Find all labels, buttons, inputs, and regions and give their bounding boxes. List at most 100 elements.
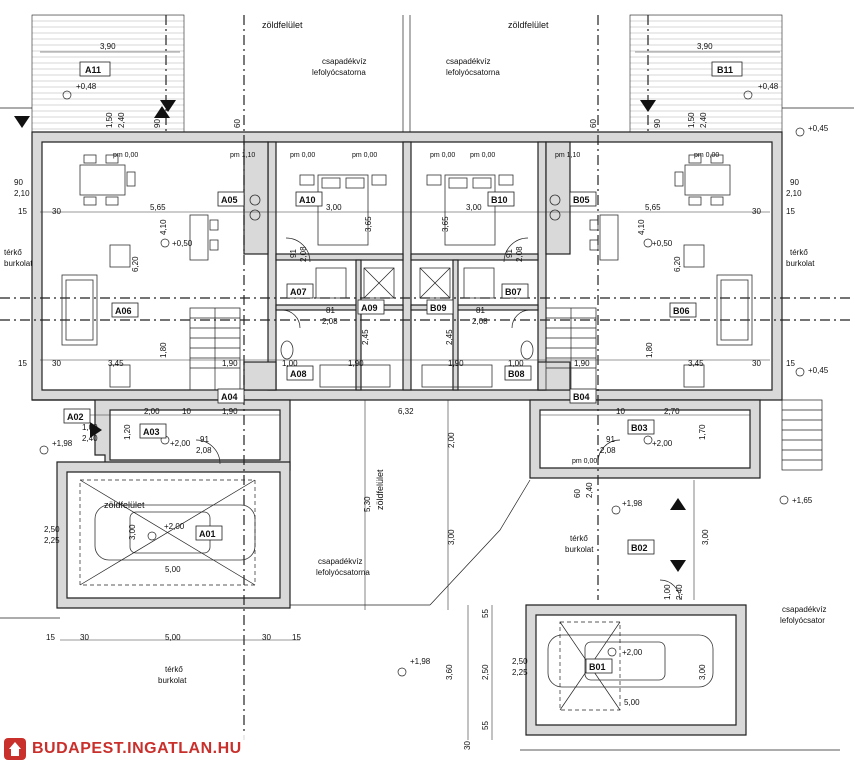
room-label-b04: B04 xyxy=(573,392,590,402)
dim-side-a-210: 2,10 xyxy=(14,189,30,198)
note-drain-d-2: lefolyócsator xyxy=(780,616,825,625)
room-label-a03: A03 xyxy=(143,427,160,437)
note-pm-b4: pm 0,00 xyxy=(694,152,719,159)
dim-side-b-210: 2,10 xyxy=(786,189,802,198)
dim-win-b-150: 1,50 xyxy=(687,112,696,128)
room-label-a11: A11 xyxy=(85,65,101,75)
room-label-a02: A02 xyxy=(67,412,84,422)
dim-b03-208: 2,08 xyxy=(600,446,616,455)
dim-b03-91: 91 xyxy=(606,435,615,444)
dim-b02-240b: 2,40 xyxy=(585,482,594,498)
dim-center-632: 6,32 xyxy=(398,407,414,416)
stairs-b xyxy=(545,307,597,391)
dim-side-a-90: 90 xyxy=(14,178,23,187)
note-burkolat-mid: burkolat xyxy=(565,545,594,554)
note-green-a01: zöldfelület xyxy=(104,500,145,510)
dim-b01-500: 5,00 xyxy=(624,698,640,707)
note-drain-d-1: csapadékvíz xyxy=(782,605,826,614)
note-pm-b2: pm 0,00 xyxy=(470,152,495,159)
level-b06: +0,50 xyxy=(652,239,673,248)
dim-b10-365: 3,65 xyxy=(441,216,450,232)
dim-a-620: 6,20 xyxy=(131,256,140,272)
note-pm-a1: pm 0,00 xyxy=(113,152,138,159)
dim-win-b2-60: 60 xyxy=(589,119,598,128)
dim-a01-250: 2,50 xyxy=(44,525,60,534)
dim-side-b-90: 90 xyxy=(790,178,799,187)
dim-a10-width: 3,00 xyxy=(326,203,342,212)
dim-a-81: 81 xyxy=(326,306,335,315)
dim-bottom-30-1: 30 xyxy=(80,633,89,642)
sofa-b xyxy=(683,244,753,388)
dim-win-a-90: 90 xyxy=(153,119,162,128)
dim-b-180: 1,80 xyxy=(645,342,654,358)
note-pm-a4: pm 0,00 xyxy=(352,152,377,159)
dim-a-190-2: 1,90 xyxy=(348,359,364,368)
room-label-b05: B05 xyxy=(573,195,590,205)
level-a03: +2,00 xyxy=(170,439,191,448)
door-swing-a07 xyxy=(285,237,311,263)
note-green-top-b: zöldfelület xyxy=(508,20,549,30)
note-drain-a-2: lefolyócsatorna xyxy=(312,68,366,77)
dim-b-100: 1,00 xyxy=(508,359,524,368)
dim-center-300: 3,00 xyxy=(447,529,456,545)
note-drain-b-2: lefolyócsatorna xyxy=(446,68,500,77)
room-label-a01: A01 xyxy=(199,529,216,539)
dim-b-620: 6,20 xyxy=(673,256,682,272)
dim-a06-345: 3,45 xyxy=(108,359,124,368)
level-a02: +1,98 xyxy=(52,439,73,448)
dim-b-30-1: 30 xyxy=(752,207,761,216)
door-swing-b07 xyxy=(503,237,529,263)
level-a06: +0,50 xyxy=(172,239,193,248)
dim-b-15-2: 15 xyxy=(786,359,795,368)
note-terko-right: térkő xyxy=(790,248,808,257)
dim-a06-width: 5,65 xyxy=(150,203,166,212)
dim-b11-width: 3,90 xyxy=(697,42,713,51)
dim-b06-width: 5,65 xyxy=(645,203,661,212)
dim-a11-width: 3,90 xyxy=(100,42,116,51)
sofa-a xyxy=(61,244,131,388)
dim-a-30-1: 30 xyxy=(52,207,61,216)
bed-b10 xyxy=(426,174,514,246)
note-pm-a2: pm 1,10 xyxy=(230,152,255,159)
dim-b01-250v: 2,50 xyxy=(481,664,490,680)
kitchen-island-a xyxy=(189,194,261,261)
dim-bottom-30-2: 30 xyxy=(262,633,271,642)
dim-win-b-90: 90 xyxy=(653,119,662,128)
dim-b02-300: 3,00 xyxy=(701,529,710,545)
dim-win-b-240: 2,40 xyxy=(699,112,708,128)
watermark-text: BUDAPEST.INGATLAN.HU xyxy=(32,740,242,757)
dining-table-b xyxy=(674,154,731,206)
dim-b02-240: 2,40 xyxy=(675,584,684,600)
level-a11: +0,48 xyxy=(76,82,97,91)
dim-win-a-240: 2,40 xyxy=(117,112,126,128)
dim-a-30-2: 30 xyxy=(52,359,61,368)
note-drain-b-1: csapadékvíz xyxy=(446,57,490,66)
note-terko-bottom: térkő xyxy=(165,665,183,674)
level-b02: +1,98 xyxy=(622,499,643,508)
dim-b-190-1: 1,90 xyxy=(448,359,464,368)
room-label-b11: B11 xyxy=(717,65,733,75)
note-drain-a-1: csapadékvíz xyxy=(322,57,366,66)
dim-a-10: 10 xyxy=(182,407,191,416)
dim-a-15-2: 15 xyxy=(18,359,27,368)
car-b01 xyxy=(547,621,714,711)
dim-center-200: 2,00 xyxy=(447,432,456,448)
dim-bottom-15-2: 15 xyxy=(292,633,301,642)
dim-win-a-150: 1,50 xyxy=(105,112,114,128)
note-burkolat-left: burkolat xyxy=(4,259,33,268)
dim-a-15-1: 15 xyxy=(18,207,27,216)
dim-a01-500: 5,00 xyxy=(165,565,181,574)
dim-a03-208: 2,08 xyxy=(196,446,212,455)
stairs-a xyxy=(189,307,241,391)
party-wall xyxy=(402,141,412,391)
dim-a-100: 1,00 xyxy=(282,359,298,368)
dim-b-190-2: 1,90 xyxy=(574,359,590,368)
kitchen-island-b xyxy=(549,194,619,261)
note-green-center: zöldfelület xyxy=(375,469,385,510)
dining-table-a xyxy=(79,154,136,206)
dim-b-10: 10 xyxy=(616,407,625,416)
room-label-b01: B01 xyxy=(589,662,606,672)
dim-b-81-208: 2,08 xyxy=(472,317,488,326)
dim-bottom-15-1: 15 xyxy=(46,633,55,642)
